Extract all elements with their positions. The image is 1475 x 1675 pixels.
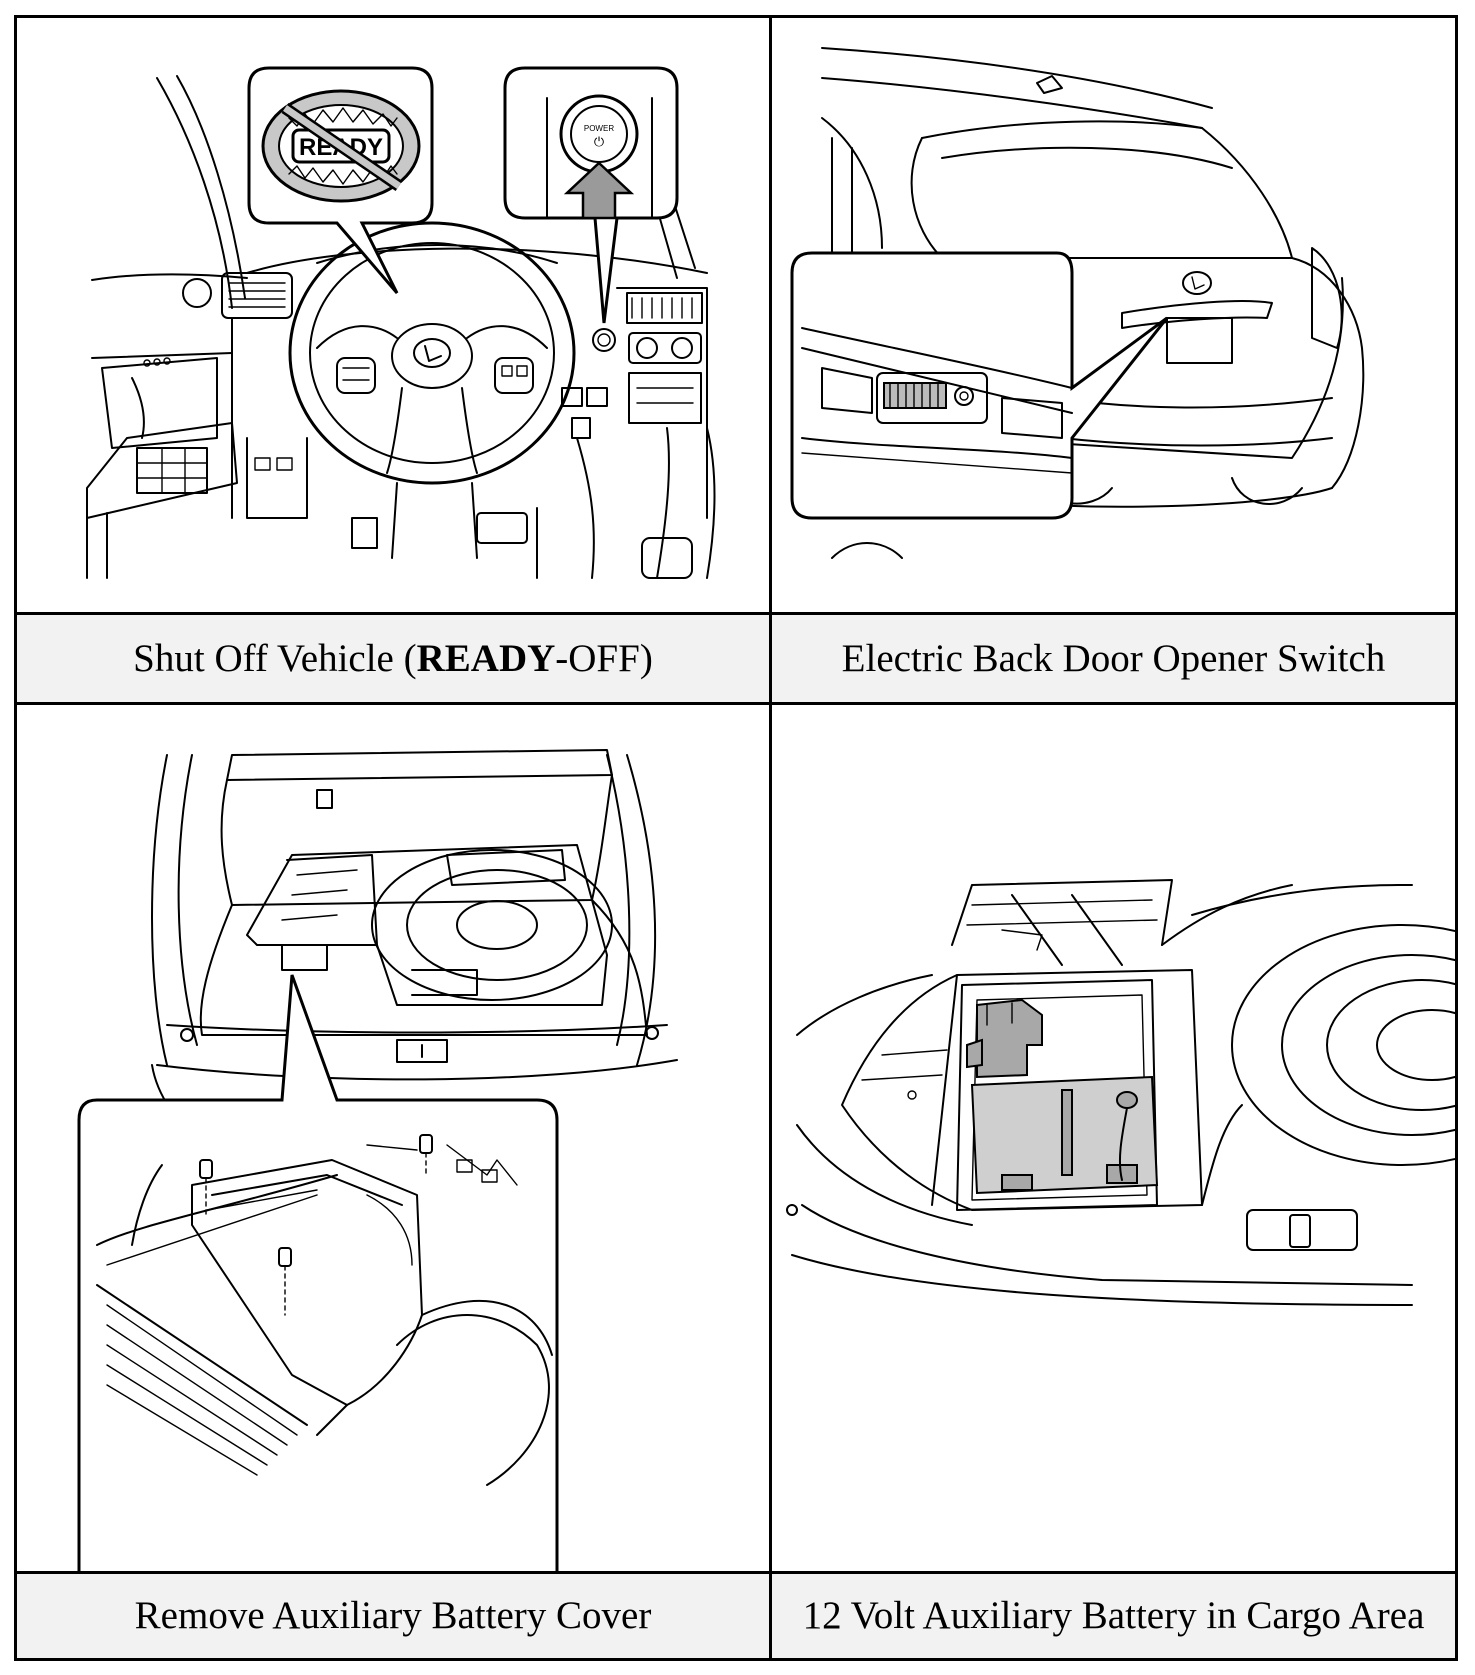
cover-clip-icon	[278, 1247, 292, 1316]
caption-1-prefix: Shut Off Vehicle (	[133, 636, 417, 680]
battery-location-illustration	[786, 879, 1455, 1306]
caption-2-text: Electric Back Door Opener Switch	[841, 636, 1386, 680]
grid-divider-horizontal	[17, 702, 1455, 705]
grid-divider-horizontal	[17, 1571, 1455, 1574]
panel-2-illustration	[772, 18, 1455, 612]
rear-vehicle-illustration	[790, 47, 1365, 559]
panel-4-illustration	[772, 705, 1455, 1571]
caption-3-text: Remove Auxiliary Battery Cover	[134, 1594, 652, 1637]
panel-1-illustration: READY POWER ⏻	[17, 18, 769, 612]
power-symbol-icon: ⏻	[594, 135, 604, 150]
panel-1-caption: Shut Off Vehicle (READY-OFF)	[17, 615, 769, 702]
cover-clip-icon	[419, 1134, 433, 1176]
cover-clip-icon	[199, 1159, 213, 1216]
panel-3-caption: Remove Auxiliary Battery Cover	[17, 1574, 769, 1658]
caption-1-suffix: -OFF)	[555, 636, 653, 680]
panel-2-caption: Electric Back Door Opener Switch	[772, 615, 1455, 702]
cargo-area-illustration	[77, 749, 678, 1571]
caption-1-bold: READY	[416, 636, 556, 680]
grid-divider-vertical	[769, 18, 772, 1658]
auxiliary-battery-icon	[966, 998, 1159, 1195]
press-arrow-icon	[563, 161, 635, 220]
grid-divider-horizontal	[17, 612, 1455, 615]
opener-switch-icon	[883, 382, 947, 409]
dashboard-illustration: READY POWER ⏻	[86, 66, 716, 579]
procedure-grid: READY POWER ⏻	[14, 15, 1458, 1661]
power-button-label: POWER	[584, 124, 614, 133]
panel-3-illustration	[17, 705, 769, 1571]
caption-4-text: 12 Volt Auxiliary Battery in Cargo Area	[802, 1594, 1425, 1637]
panel-4-caption: 12 Volt Auxiliary Battery in Cargo Area	[772, 1574, 1455, 1658]
